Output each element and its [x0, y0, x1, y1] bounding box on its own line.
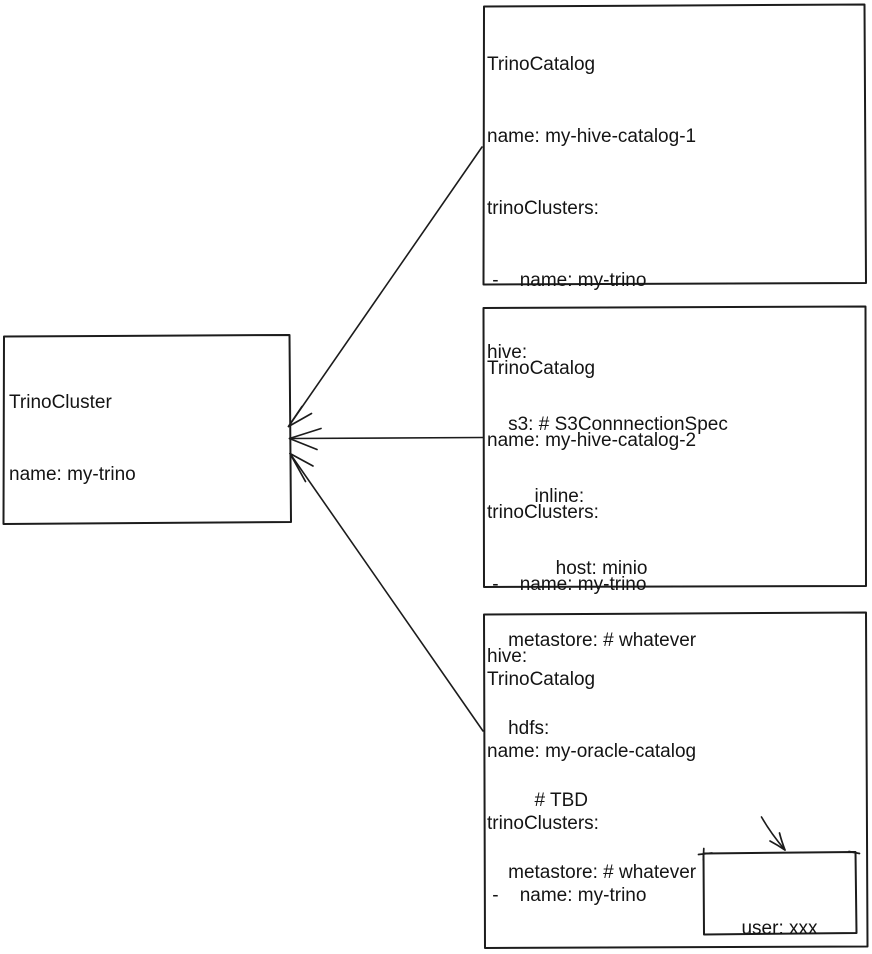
edge-catalog2-arrowhead: [288, 427, 322, 451]
yaml-line: name: my-hive-catalog-2: [487, 430, 697, 451]
yaml-line: hive:: [487, 342, 528, 363]
edge-to-credentials-secret: [760, 816, 786, 851]
yaml-line: name: my-hive-catalog-1: [487, 126, 697, 147]
edge-catalog1-arrowhead: [287, 405, 313, 428]
node-title: TrinoCluster: [9, 392, 112, 413]
credentials-secret-box: [702, 851, 858, 936]
trino-catalog-1-node: TrinoCatalog name: my-hive-catalog-1 tri…: [487, 5, 728, 701]
edge-to-credentials-arrowhead: [769, 832, 786, 851]
edge-catalog3-to-cluster: [289, 452, 484, 732]
yaml-line: trinoClusters:: [487, 198, 599, 219]
trino-catalog-3-node: TrinoCatalog name: my-oracle-catalog tri…: [487, 620, 819, 954]
trino-catalog-3-box: [483, 611, 869, 949]
yaml-line: metastore: # whatever: [487, 862, 697, 883]
yaml-line: user: xxx: [741, 918, 818, 939]
edge-catalog3-arrowhead: [289, 452, 314, 483]
yaml-line: # TBD: [487, 790, 589, 811]
yaml-line: host: minio: [487, 558, 648, 579]
yaml-line: trinoClusters:: [487, 502, 599, 523]
node-title: TrinoCatalog: [487, 358, 596, 379]
trino-catalog-1-box: [482, 3, 867, 286]
yaml-line: trinoClusters:: [487, 813, 599, 834]
credentials-secret-box-sketch-tick: [697, 847, 861, 861]
yaml-line: inline:: [487, 486, 585, 507]
yaml-line: - name: my-trino: [487, 270, 647, 291]
edge-catalog1-to-cluster: [287, 146, 483, 428]
trino-cluster-node: TrinoCluster name: my-trino: [9, 343, 136, 535]
trino-catalog-2-box: [482, 305, 867, 588]
node-title: TrinoCatalog: [487, 54, 596, 75]
yaml-line: name: my-trino: [9, 464, 136, 485]
yaml-line: - name: my-trino: [487, 574, 647, 595]
credentials-secret-node: user: xxx password: xxx: [703, 869, 856, 954]
yaml-line: s3: # S3ConnnectionSpec: [487, 414, 728, 435]
yaml-line: metastore: # whatever: [487, 630, 697, 651]
node-title: TrinoCatalog: [487, 669, 596, 690]
edge-catalog2-to-cluster: [288, 436, 484, 440]
trino-catalog-2-node: TrinoCatalog name: my-hive-catalog-2 tri…: [487, 309, 696, 933]
yaml-line: hive:: [487, 646, 528, 667]
yaml-line: - name: my-trino: [487, 885, 647, 906]
yaml-line: hdfs:: [487, 718, 550, 739]
yaml-line: name: my-oracle-catalog: [487, 741, 697, 762]
trino-cluster-box: [2, 334, 292, 525]
